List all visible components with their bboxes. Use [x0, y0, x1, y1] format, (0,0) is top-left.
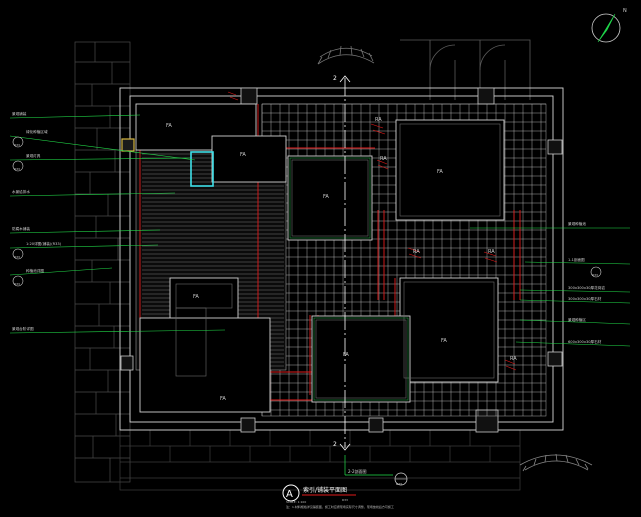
left-callout-label: 1:20详图(铺装)(R33): [26, 241, 62, 246]
zone-label: FA: [193, 294, 199, 300]
zone-label: FA: [166, 123, 172, 129]
callout-circle-icon: [590, 266, 602, 278]
callout-circle-icon: [12, 275, 24, 287]
right-leader-line: [515, 341, 631, 347]
drawing-title-block: A 索引/铺装平面图 SCALE: 1:100 R33 注：1.材料规格详见铺装…: [282, 484, 394, 509]
top-arc-planter: [317, 45, 375, 65]
left-callout-label: 景观灯具: [26, 153, 41, 158]
zone-label: FA: [441, 338, 447, 344]
left-leader-line: [9, 229, 161, 234]
right-callout-label: 300x300x30厚石材: [568, 296, 602, 301]
north-arrow-icon: [597, 13, 616, 43]
zone-label: RA: [413, 249, 420, 255]
left-callout-label: 水景给排水: [12, 189, 30, 194]
section-ref-label: 2-2剖面图: [348, 468, 367, 474]
zone-label: RA: [380, 156, 387, 162]
site-frame: [119, 87, 564, 431]
right-callout-label: 300x300x30厚花岗岩: [568, 285, 605, 290]
planter-fa-bottom-center: [311, 315, 411, 403]
drawing-scale-code: R33: [342, 498, 348, 502]
zone-label: RA: [375, 117, 382, 123]
planter-blocks: [135, 103, 505, 413]
planter-fa-right-top: [395, 119, 505, 221]
left-leader-line: [9, 157, 191, 161]
planter-green-edges: [289, 157, 409, 401]
right-leader-line: [519, 289, 631, 293]
planter-inner-lines: [175, 123, 501, 399]
north-arrow: N: [591, 8, 627, 43]
right-leader-line: [519, 299, 631, 304]
left-callout-label: 景观铺装: [12, 111, 27, 116]
right-callout-code: R33: [592, 273, 598, 277]
zone-label: FA: [437, 169, 443, 175]
north-label: N: [623, 8, 627, 14]
drawing-note: 注：1.材料规格详见铺装图，施工时应按现场实际尺寸调整，现场放线后方可施工: [286, 504, 394, 509]
corner-columns: [120, 87, 563, 433]
right-leader-line: [524, 261, 631, 265]
section-ref-code: R33: [396, 482, 402, 486]
left-leader-line: [9, 192, 176, 197]
left-callout-label: 种植池详图: [26, 268, 44, 273]
callout-circle-icon: [12, 160, 24, 172]
zone-label: FA: [343, 352, 349, 358]
drawing-title: 索引/铺装平面图: [303, 486, 347, 494]
bottom-paving: [119, 429, 521, 491]
left-callout-code: R33: [14, 255, 20, 259]
left-leader-line: [9, 114, 141, 119]
bottom-right-arc-planter: [519, 453, 593, 472]
red-hatch-marks: [227, 91, 517, 371]
callout-circle-icon: [12, 248, 24, 260]
right-leader-line: [519, 319, 631, 325]
right-callout-label: 景观种植区: [568, 317, 586, 322]
section-number-top: 2: [333, 75, 337, 82]
top-right-building: [400, 39, 531, 100]
left-callout-code: R33: [14, 167, 20, 171]
planter-fa-right-bottom: [399, 277, 499, 383]
left-callout-label: 防腐木铺装: [12, 226, 30, 231]
zone-label: RA: [488, 249, 495, 255]
zone-labels: FA FA FA FA FA FA FA FA RA RA RA RA RA: [166, 117, 517, 402]
left-callout-label: 景观台阶详图: [12, 326, 34, 331]
yellow-marker[interactable]: [121, 138, 135, 152]
planter-fa-bottom-left: [139, 317, 271, 413]
section-callout-bottom: 2-2剖面图 R33: [344, 455, 408, 486]
highlighted-tree-pit[interactable]: [190, 151, 214, 187]
zone-label: FA: [323, 194, 329, 200]
title-letter: A: [286, 489, 293, 500]
left-callout-label: 绿化种植区域: [26, 129, 48, 134]
callout-circle-icon: [12, 136, 24, 148]
drawing-scale: SCALE: 1:100: [286, 500, 306, 504]
left-leader-line: [9, 329, 226, 334]
section-axis: [339, 75, 351, 451]
right-callout-label: 1-1剖面图: [568, 257, 585, 262]
zone-label: FA: [220, 396, 226, 402]
left-leader-line: [9, 244, 159, 249]
section-number-bottom: 2: [333, 441, 337, 448]
zone-label: FA: [240, 152, 246, 158]
left-callout-code: R33: [14, 143, 20, 147]
zone-label: RA: [510, 356, 517, 362]
right-callout-label: 600x300x30厚石材: [568, 339, 602, 344]
left-callout-code: R33: [14, 282, 20, 286]
planter-fa-center: [287, 155, 373, 241]
right-callout-label: 景观种植池: [568, 221, 586, 226]
left-stone-wall: [74, 41, 131, 483]
left-leader-line: [9, 135, 196, 161]
left-leader-line: [9, 267, 113, 276]
right-callouts: 景观种植池 1-1剖面图 R33 300x300x30厚花岗岩 300x300x30厚石…: [470, 221, 631, 347]
planter-fa-center-top: [211, 135, 287, 183]
